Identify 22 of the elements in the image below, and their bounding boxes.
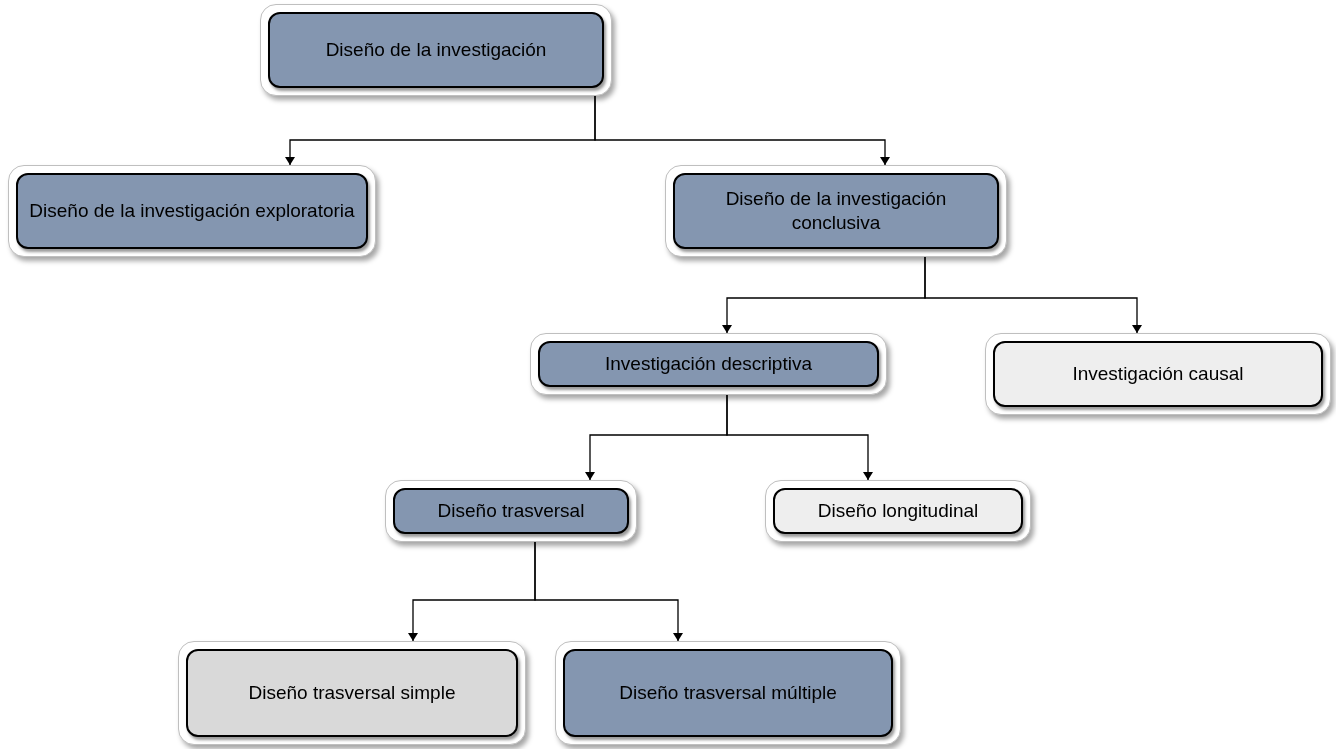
rounded-box xyxy=(665,165,1007,257)
box-label: Diseño trasversal múltiple xyxy=(619,681,837,705)
rounded-box xyxy=(985,333,1331,415)
box-label: Diseño trasversal xyxy=(437,499,585,523)
connector-arrow xyxy=(534,541,683,642)
connector-arrow xyxy=(726,394,873,481)
box-label: Diseño trasversal simple xyxy=(248,681,456,705)
rounded-box xyxy=(530,333,887,395)
box-label: Diseño de la investigación conclusiva xyxy=(724,187,948,235)
box-label: Diseño longitudinal xyxy=(817,499,979,523)
box-label: Diseño de la investigación exploratoria xyxy=(29,199,355,223)
rounded-box xyxy=(8,165,376,257)
box-label: Investigación causal xyxy=(1072,362,1244,386)
box-label: Diseño de la investigación xyxy=(325,38,547,62)
rounded-box xyxy=(178,641,526,745)
rounded-box xyxy=(555,641,901,745)
rounded-box xyxy=(765,480,1031,542)
rounded-box xyxy=(385,480,637,542)
connector-arrow xyxy=(594,95,890,166)
box-label: Investigación descriptiva xyxy=(605,352,812,376)
rounded-box xyxy=(260,4,612,96)
connector-arrow xyxy=(924,256,1142,334)
